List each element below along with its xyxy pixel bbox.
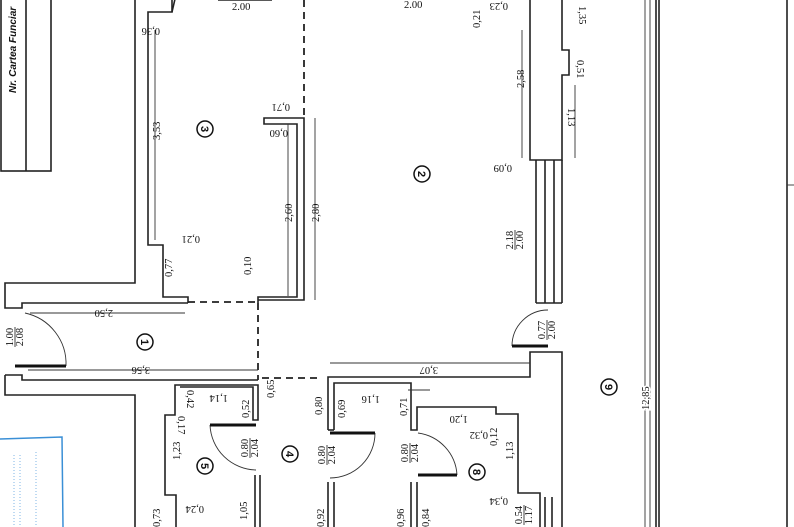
dim: 2,80 — [311, 204, 322, 222]
dim: 0,71 — [399, 398, 410, 416]
dim: 1,23 — [172, 442, 183, 460]
svg-text:9: 9 — [602, 384, 614, 390]
dim: 0,69 — [337, 400, 348, 418]
dim: 0,42 — [184, 390, 195, 408]
svg-text:0.80: 0.80 — [240, 439, 251, 457]
dim: 1,35 — [576, 6, 587, 24]
dim: 0,51 — [574, 60, 585, 78]
room-1: 1 — [136, 333, 154, 351]
dim: 2,50 — [95, 307, 113, 318]
svg-text:2.18: 2.18 — [505, 231, 516, 249]
room-2: 2 — [413, 165, 431, 183]
dim: 3,07 — [420, 364, 438, 375]
svg-text:2.04: 2.04 — [250, 438, 261, 457]
dim: 0,52 — [241, 400, 252, 418]
svg-text:1.17: 1.17 — [524, 506, 535, 524]
cadastral-label: Nr. Cartea Funciar — [8, 6, 19, 93]
dim: 0,34 — [489, 495, 508, 506]
dim: 0,84 — [421, 508, 432, 527]
dim: 0,96 — [396, 509, 407, 527]
dim: 0,80 — [314, 397, 325, 415]
svg-text:2.08: 2.08 — [15, 328, 26, 346]
blue-stamp — [0, 436, 64, 527]
dim: 1,05 — [239, 502, 250, 520]
dim: 0,12 — [489, 428, 500, 446]
dim: 1,13 — [565, 108, 576, 126]
svg-text:1: 1 — [138, 339, 150, 345]
svg-text:2: 2 — [415, 171, 427, 177]
dim: 0,24 — [185, 503, 204, 514]
doors — [15, 309, 549, 479]
opening-top-left: 2.00 — [232, 2, 250, 13]
dim: 0,73 — [152, 509, 163, 527]
svg-text:2.04: 2.04 — [410, 443, 421, 462]
dim: 1,20 — [450, 413, 468, 424]
dim: 0,17 — [175, 416, 186, 434]
dim: 2,58 — [516, 70, 527, 88]
svg-text:8: 8 — [470, 469, 482, 475]
dim: 0,65 — [266, 380, 277, 398]
dim: 12,85 — [641, 386, 652, 410]
room-9: 9 — [600, 378, 618, 396]
dim: 0,36 — [142, 25, 160, 36]
dim: 0,21 — [182, 233, 200, 244]
walls — [4, 0, 794, 527]
dim-023: 0,23 — [490, 0, 508, 11]
dim: 0,09 — [494, 162, 512, 173]
svg-text:2.00: 2.00 — [515, 231, 526, 249]
dim: 0,92 — [316, 509, 327, 527]
room-3: 3 — [196, 120, 214, 138]
svg-text:4: 4 — [283, 451, 295, 458]
dim: 0,77 — [164, 259, 175, 277]
dim: 1,13 — [505, 442, 516, 460]
room-5: 5 — [196, 457, 214, 475]
dim: 1,14 — [209, 392, 228, 403]
dim: 0,32 — [470, 429, 488, 440]
svg-text:3: 3 — [198, 126, 210, 132]
dim: 0,21 — [472, 10, 483, 28]
dim: 0,71 — [272, 101, 290, 112]
svg-text:1.00: 1.00 — [5, 328, 16, 346]
svg-text:0.80: 0.80 — [317, 446, 328, 464]
dim: 0,60 — [270, 127, 288, 138]
room-8: 8 — [468, 463, 486, 481]
cadastral-header-box: Nr. Cartea Funciar — [0, 0, 52, 172]
svg-text:2.04: 2.04 — [327, 445, 338, 464]
dim: 3,53 — [152, 122, 163, 140]
dim: 1,16 — [362, 393, 380, 404]
svg-text:0.54: 0.54 — [514, 505, 525, 524]
dim: 2,60 — [284, 204, 295, 222]
opening-top-mid: 2.00 — [404, 0, 422, 11]
svg-text:5: 5 — [198, 463, 210, 469]
svg-text:2.00: 2.00 — [547, 321, 558, 339]
room-4: 4 — [281, 445, 299, 463]
dimension-lines — [28, 0, 651, 527]
svg-text:0.77: 0.77 — [537, 321, 548, 339]
dim: 0,10 — [243, 257, 254, 275]
svg-text:0.80: 0.80 — [400, 444, 411, 462]
dim: 3,56 — [132, 364, 150, 375]
